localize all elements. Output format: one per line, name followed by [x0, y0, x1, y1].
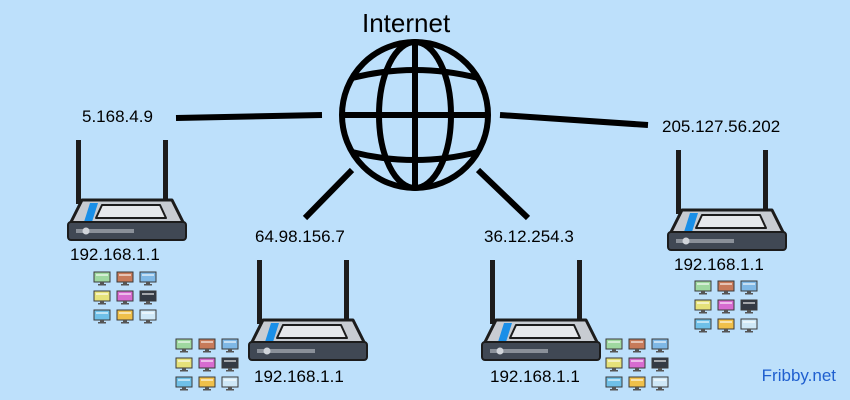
router-lan-ip-4: 192.168.1.1 — [674, 255, 764, 274]
computer-icon — [651, 338, 669, 353]
computer-icon — [717, 280, 735, 295]
computer-icon — [717, 299, 735, 314]
computer-icon — [139, 309, 157, 324]
computer-icon — [628, 376, 646, 391]
computer-icon — [116, 290, 134, 305]
wan-ip-2: 64.98.156.7 — [255, 227, 345, 246]
computer-icon — [175, 376, 193, 391]
computer-group-4 — [694, 280, 758, 333]
computer-icon — [740, 299, 758, 314]
computer-icon — [628, 357, 646, 372]
brand-label: Fribby.net — [761, 366, 836, 385]
router-icon — [243, 258, 373, 368]
computer-icon — [628, 338, 646, 353]
router-lan-ip-2: 192.168.1.1 — [254, 367, 344, 386]
computer-icon — [93, 271, 111, 286]
computer-icon — [605, 338, 623, 353]
computer-icon — [605, 357, 623, 372]
computer-icon — [93, 309, 111, 324]
computer-icon — [221, 357, 239, 372]
internet-label: Internet — [362, 8, 451, 38]
router-lan-ip-3: 192.168.1.1 — [490, 367, 580, 386]
wan-ip-3: 36.12.254.3 — [484, 227, 574, 246]
router-lan-ip-1: 192.168.1.1 — [70, 245, 160, 264]
computer-icon — [198, 338, 216, 353]
computer-icon — [694, 280, 712, 295]
computer-icon — [116, 309, 134, 324]
computer-icon — [175, 338, 193, 353]
computer-icon — [694, 299, 712, 314]
router-icon — [62, 138, 192, 248]
router-icon — [662, 148, 792, 258]
wan-ip-4: 205.127.56.202 — [662, 117, 781, 136]
computer-icon — [221, 376, 239, 391]
computer-group-3 — [605, 338, 669, 391]
computer-icon — [694, 318, 712, 333]
computer-icon — [651, 376, 669, 391]
link-line-4 — [499, 112, 649, 128]
link-line-1 — [175, 112, 323, 121]
computer-icon — [221, 338, 239, 353]
computer-group-2 — [175, 338, 239, 391]
wan-ip-1: 5.168.4.9 — [82, 107, 153, 126]
computer-icon — [175, 357, 193, 372]
computer-icon — [139, 290, 157, 305]
computer-group-1 — [93, 271, 157, 324]
computer-icon — [740, 318, 758, 333]
globe-icon — [339, 39, 491, 191]
computer-icon — [116, 271, 134, 286]
link-line-2 — [302, 167, 355, 221]
computer-icon — [198, 357, 216, 372]
computer-icon — [717, 318, 735, 333]
computer-icon — [605, 376, 623, 391]
link-line-3 — [475, 167, 531, 221]
computer-icon — [93, 290, 111, 305]
computer-icon — [651, 357, 669, 372]
computer-icon — [740, 280, 758, 295]
computer-icon — [139, 271, 157, 286]
router-icon — [476, 258, 606, 368]
computer-icon — [198, 376, 216, 391]
